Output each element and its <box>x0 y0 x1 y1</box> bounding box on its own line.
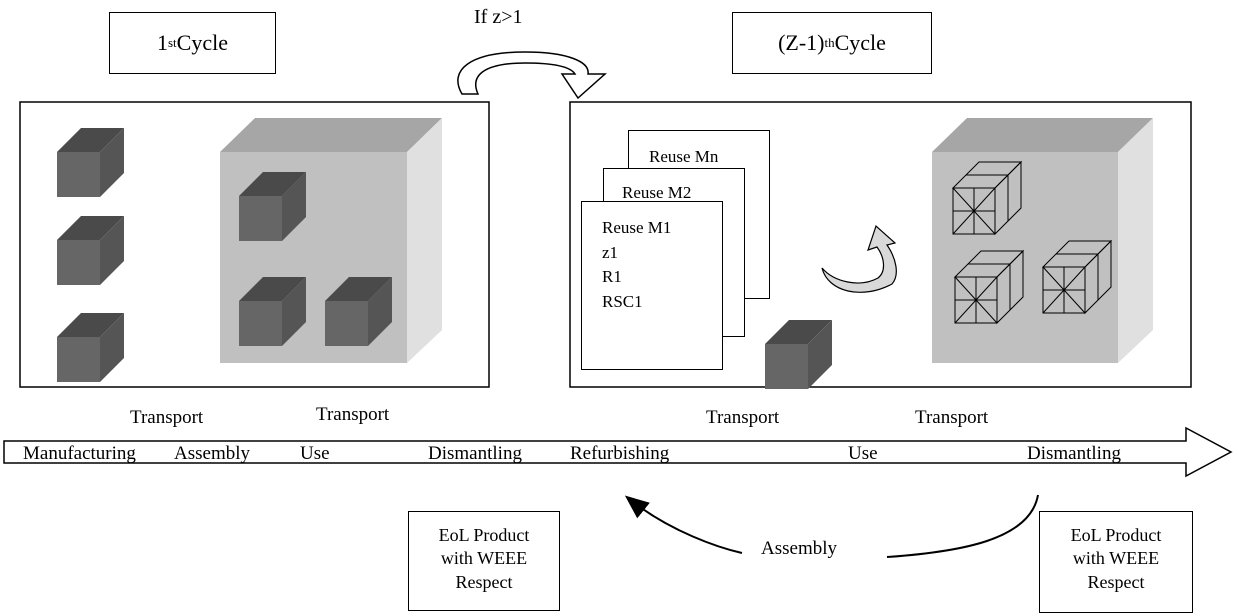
eol-box-left: EoL Product with WEEE Respect <box>408 511 560 611</box>
component-cube <box>765 320 832 389</box>
wireframe-cube <box>951 160 1023 236</box>
wireframe-cube <box>953 249 1025 325</box>
stage-label: Dismantling <box>428 443 522 464</box>
component-cube <box>325 277 392 346</box>
wireframe-cube <box>1041 239 1113 315</box>
reuse-line: RSC1 <box>602 291 643 311</box>
return-arrow-label: Assembly <box>761 538 837 559</box>
reuse-line: R1 <box>602 267 622 287</box>
transport-label: Transport <box>316 404 390 425</box>
transport-label: Transport <box>130 407 204 428</box>
component-cube <box>57 216 124 285</box>
component-cube <box>239 172 306 241</box>
component-cube <box>57 128 124 197</box>
stage-label: Use <box>848 443 878 464</box>
transport-label: Transport <box>915 407 989 428</box>
big-cube-top <box>220 118 442 152</box>
return-arrow-left <box>624 495 743 554</box>
loop-arrow <box>457 51 607 100</box>
reuse-page-front: Reuse M1 z1 R1 RSC1 <box>581 201 723 370</box>
stage-label: Assembly <box>174 443 250 464</box>
stage-label: Dismantling <box>1027 443 1121 464</box>
transport-label: Transport <box>706 407 780 428</box>
eol-box-right: EoL Product with WEEE Respect <box>1039 511 1193 613</box>
loop-condition-label: If z>1 <box>474 6 523 28</box>
big-cube-side <box>407 118 442 363</box>
component-cube <box>57 313 124 382</box>
component-cube <box>239 277 306 346</box>
stage-label: Refurbishing <box>570 443 670 464</box>
stage-label: Manufacturing <box>23 443 136 464</box>
product-cube-right <box>932 118 1153 363</box>
last-cycle-title: (Z-1)th Cycle <box>732 12 932 74</box>
reuse-line: z1 <box>602 242 619 262</box>
stage-label: Use <box>300 443 330 464</box>
timeline-arrow <box>3 426 1233 478</box>
rotate-arrow <box>821 224 897 293</box>
return-arrow-right <box>886 494 1039 558</box>
reuse-line: Reuse M1 <box>602 218 672 237</box>
